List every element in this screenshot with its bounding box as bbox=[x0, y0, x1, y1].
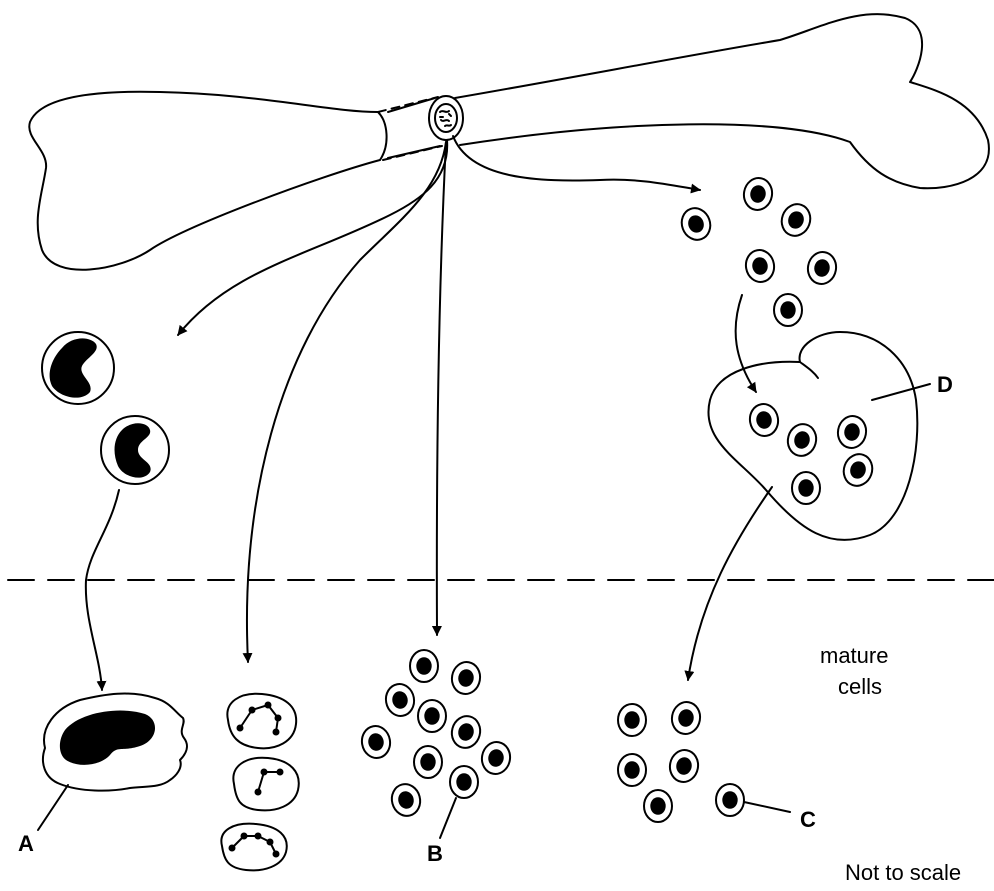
cell bbox=[618, 704, 646, 736]
arrow-to-cell-a bbox=[86, 490, 119, 690]
arrow-to-lymphocyte-precursors bbox=[453, 136, 700, 190]
cell bbox=[618, 754, 646, 786]
bone-cut-edge bbox=[378, 112, 387, 160]
cell bbox=[448, 713, 483, 751]
label-a: A bbox=[18, 831, 34, 856]
platelet-precursors bbox=[221, 694, 298, 871]
label-a-leader bbox=[38, 785, 68, 830]
cell bbox=[449, 660, 482, 696]
phagocyte-precursors bbox=[42, 332, 169, 484]
cell bbox=[835, 414, 868, 450]
label-b: B bbox=[427, 841, 443, 866]
cell bbox=[805, 250, 838, 286]
cell bbox=[743, 248, 776, 284]
cell bbox=[418, 700, 446, 732]
bone-outline bbox=[29, 14, 989, 270]
platelet-fragment-chain bbox=[258, 772, 280, 792]
arrow-to-phagocyte-precursors bbox=[178, 140, 447, 335]
label-d-leader bbox=[872, 384, 930, 400]
cell bbox=[388, 781, 423, 819]
arrow-to-cells-c bbox=[688, 487, 772, 680]
cell bbox=[450, 766, 478, 798]
cell bbox=[479, 740, 512, 776]
cell bbox=[414, 746, 442, 778]
cell bbox=[410, 650, 438, 682]
cell bbox=[777, 200, 814, 240]
cell bbox=[839, 450, 876, 490]
cell bbox=[359, 724, 392, 760]
cell bbox=[774, 294, 802, 326]
platelet-fragments bbox=[237, 702, 282, 736]
bone bbox=[29, 14, 989, 270]
phagocyte-precursor-nucleus bbox=[115, 423, 151, 477]
label-b-leader bbox=[440, 798, 456, 838]
label-c-leader bbox=[744, 802, 790, 812]
mature-cell-a: A bbox=[18, 694, 187, 856]
cell bbox=[383, 682, 416, 718]
label-d: D bbox=[937, 372, 953, 397]
cell-a-nucleus bbox=[60, 711, 155, 765]
mature-cells-label-line2: cells bbox=[838, 674, 882, 699]
cell bbox=[669, 700, 702, 736]
organ-d: D bbox=[708, 332, 952, 540]
organ-d-notch bbox=[800, 362, 818, 378]
label-c: C bbox=[800, 807, 816, 832]
platelet-precursor-cell bbox=[227, 694, 296, 749]
arrow-to-platelet-precursors bbox=[247, 142, 446, 662]
platelet-fragment-chain bbox=[240, 705, 278, 732]
arrow-to-organ-d bbox=[736, 295, 756, 392]
mature-cells-label-line1: mature bbox=[820, 643, 888, 668]
bone-marrow-texture bbox=[440, 111, 451, 126]
cell bbox=[677, 204, 714, 244]
cell bbox=[741, 176, 774, 212]
cell bbox=[667, 748, 700, 784]
cells-b-group: B bbox=[359, 650, 512, 866]
lymphocyte-precursors bbox=[677, 176, 838, 326]
platelet-precursor-cell bbox=[233, 758, 298, 811]
cell bbox=[792, 472, 820, 504]
cells-c-group: C bbox=[618, 700, 816, 832]
cell bbox=[747, 402, 780, 438]
phagocyte-precursor-nucleus bbox=[50, 338, 97, 397]
arrow-to-cells-b bbox=[437, 142, 446, 635]
arrows bbox=[86, 136, 772, 690]
cell bbox=[644, 790, 672, 822]
cell bbox=[784, 421, 819, 459]
not-to-scale-note: Not to scale bbox=[845, 860, 961, 885]
bone-marrow-inner bbox=[435, 104, 457, 132]
cell bbox=[716, 784, 744, 816]
